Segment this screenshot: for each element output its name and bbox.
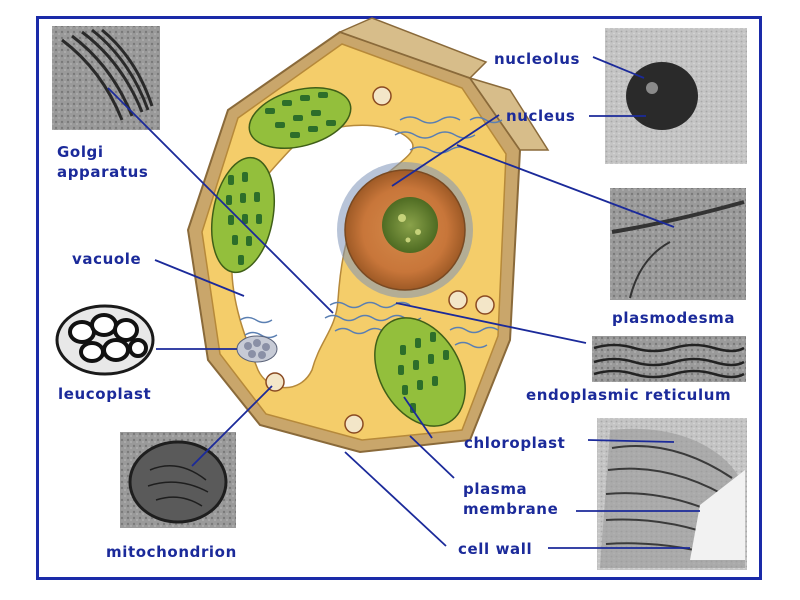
label-golgi-apparatus: Golgi apparatus	[57, 142, 148, 182]
leucoplast-in-cell	[236, 335, 278, 363]
label-plasma-line1: plasma	[463, 480, 528, 498]
micrograph-golgi	[52, 26, 160, 130]
micrograph-mitochondrion	[120, 432, 236, 528]
label-endoplasmic-reticulum: endoplasmic reticulum	[526, 386, 732, 404]
mitochondria	[265, 86, 495, 434]
label-plasmodesma: plasmodesma	[612, 309, 736, 327]
leader-lines	[107, 56, 700, 549]
chloroplast-left	[211, 156, 275, 274]
label-vacuole: vacuole	[72, 250, 142, 268]
adjacent-cell-wall-right	[468, 76, 550, 151]
chloroplast-top	[248, 87, 352, 149]
label-cell-wall: cell wall	[458, 540, 533, 558]
plant-cell	[186, 17, 550, 454]
label-nucleolus: nucleolus	[494, 50, 581, 68]
micrograph-leucoplast	[55, 304, 155, 376]
label-plasma-line2: membrane	[463, 500, 559, 518]
micrograph-nucleolus	[605, 28, 747, 164]
micrograph-plasmodesma	[610, 188, 746, 300]
label-golgi-line2: apparatus	[57, 163, 149, 181]
chloroplast-bottom	[374, 317, 466, 427]
nucleolus	[382, 197, 438, 253]
micrograph-er	[592, 336, 746, 382]
label-leucoplast: leucoplast	[58, 385, 152, 403]
label-chloroplast: chloroplast	[464, 434, 566, 452]
label-plasma-membrane: plasma membrane	[463, 479, 558, 519]
micrograph-chloroplast	[597, 418, 747, 570]
adjacent-cell-wall	[337, 17, 488, 79]
label-mitochondrion: mitochondrion	[106, 543, 237, 561]
label-golgi-line1: Golgi	[57, 143, 104, 161]
nucleus	[337, 162, 473, 298]
label-nucleus: nucleus	[506, 107, 576, 125]
